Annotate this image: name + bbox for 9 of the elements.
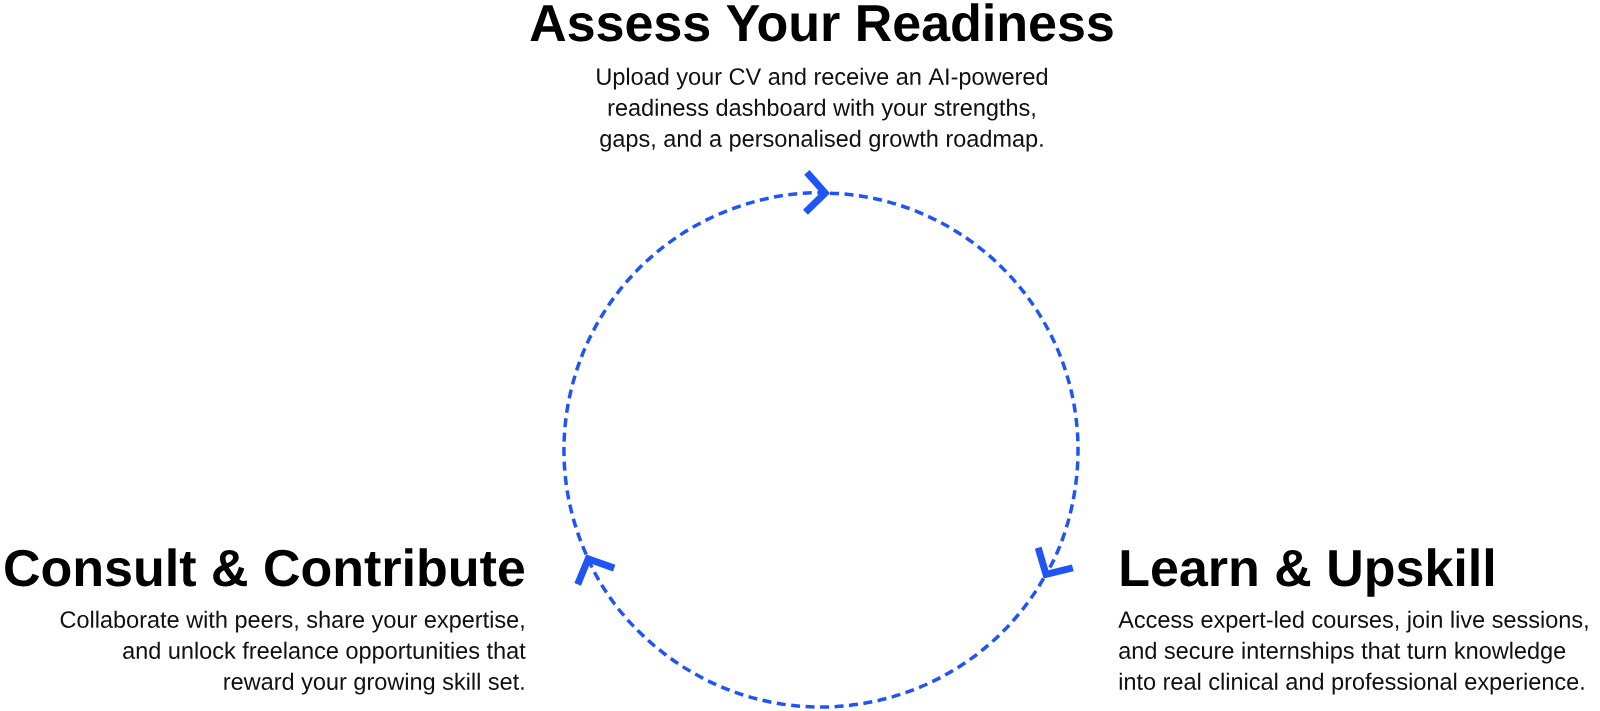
step-heading: Assess Your Readiness [530,3,1113,42]
cycle-arrow [562,170,830,556]
step-heading: Learn & Upskill [1121,548,1494,597]
step-description: Access expert-led courses, join live sessions, and secure internships that turn knowledge into real clinical and professional experience. [1118,610,1588,695]
cycle-arrow [829,191,1080,579]
step-heading: Consult & Contribute [5,548,525,587]
cycle-arrow [574,554,1046,709]
step-description: Collaborate with peers, share your expertise, and unlock freelance opportunities that reward your growing skill set. [60,610,526,695]
step-description: Upload your CV and receive an AI-powered readiness dashboard with your strengths, gaps, and a personalised growth roadmap. [597,67,1048,152]
